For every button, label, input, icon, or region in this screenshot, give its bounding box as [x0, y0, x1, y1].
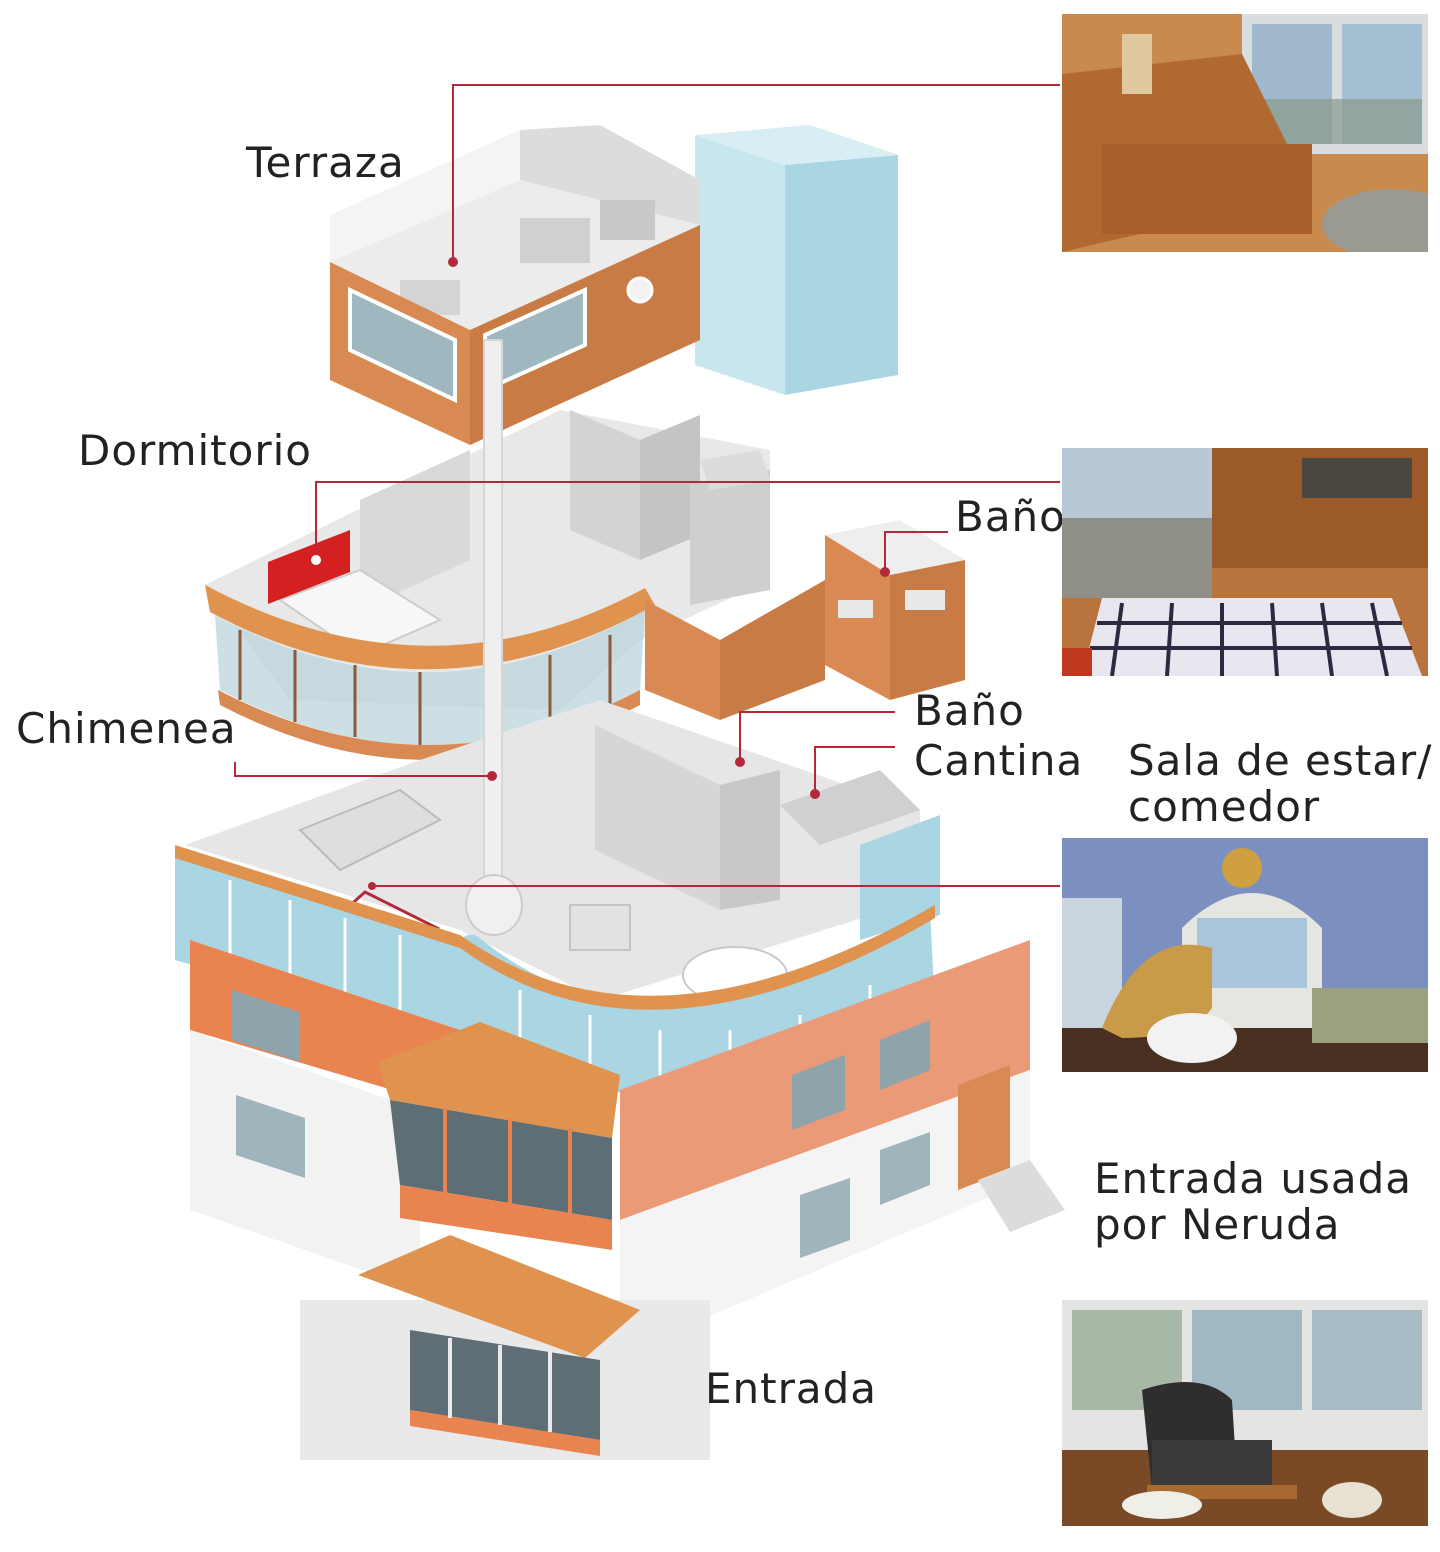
label-bano-upper: Baño: [955, 492, 1066, 541]
label-entrada: Entrada: [705, 1364, 878, 1413]
leader-chimenea: [234, 762, 492, 777]
leader-bano-lower: [739, 711, 895, 762]
label-cantina: Cantina: [914, 736, 1084, 785]
leader-bano-upper: [884, 531, 948, 572]
label-sala-line2: comedor: [1128, 782, 1321, 831]
label-bano-lower: Baño: [914, 686, 1025, 735]
photo-dormitorio-bed: [1062, 448, 1428, 676]
living-level: [175, 339, 940, 1115]
photo-sala-living: [1062, 838, 1428, 1072]
label-chimenea: Chimenea: [16, 704, 237, 753]
label-sala-line1: Sala de estar/: [1128, 736, 1433, 785]
label-terraza: Terraza: [246, 138, 405, 187]
leader-terraza: [452, 84, 1060, 262]
leader-dormitorio: [315, 481, 1060, 560]
label-entrada-neruda-line1: Entrada usada: [1094, 1154, 1413, 1203]
leader-cantina: [814, 746, 895, 794]
building-body: [190, 940, 1065, 1460]
label-entrada-neruda-line2: por Neruda: [1094, 1200, 1341, 1249]
leader-dots: [311, 257, 890, 890]
photo-entrada-armchair: [1062, 1300, 1428, 1526]
terrace-level: [330, 125, 898, 445]
label-dormitorio: Dormitorio: [78, 426, 312, 475]
leader-lines: [234, 84, 1060, 887]
photo-terraza-study: [1062, 14, 1428, 252]
